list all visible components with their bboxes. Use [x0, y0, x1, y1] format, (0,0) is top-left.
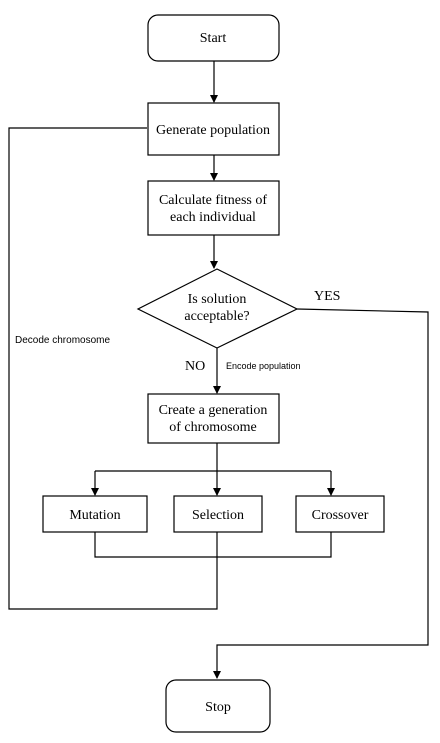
- node-start-label: Start: [200, 31, 227, 46]
- node-fitness-label-1: Calculate fitness of: [159, 193, 267, 208]
- node-selection: Selection: [173, 495, 263, 533]
- edge-decode-loop: [8, 127, 218, 610]
- node-decision: Is solution acceptable?: [136, 268, 299, 349]
- node-selection-label: Selection: [192, 508, 244, 523]
- node-create-label-1: Create a generation: [159, 403, 268, 418]
- node-decision-label-1: Is solution: [188, 292, 247, 307]
- node-fitness-label-2: each individual: [170, 210, 256, 225]
- edge-label-encode: Encode population: [226, 361, 301, 371]
- node-crossover: Crossover: [295, 495, 385, 533]
- node-stop: Stop: [165, 679, 271, 733]
- node-decision-label-2: acceptable?: [184, 309, 249, 324]
- node-create-label-2: of chromosome: [169, 420, 256, 435]
- node-generate: Generate population: [147, 102, 280, 156]
- node-crossover-label: Crossover: [312, 508, 369, 523]
- node-fitness: Calculate fitness of each individual: [147, 180, 280, 236]
- edge-yes-stop: [213, 308, 429, 679]
- edge-label-decode: Decode chromosome: [15, 335, 110, 346]
- node-mutation-label: Mutation: [69, 508, 120, 523]
- edge-label-no: NO: [185, 359, 205, 374]
- node-create: Create a generation of chromosome: [147, 393, 280, 444]
- edges: [8, 61, 429, 679]
- edge-label-yes: YES: [314, 289, 340, 304]
- node-start: Start: [147, 14, 280, 62]
- node-stop-label: Stop: [205, 700, 231, 715]
- node-generate-label: Generate population: [156, 123, 270, 138]
- node-mutation: Mutation: [42, 495, 148, 533]
- edge-merge: [94, 532, 332, 558]
